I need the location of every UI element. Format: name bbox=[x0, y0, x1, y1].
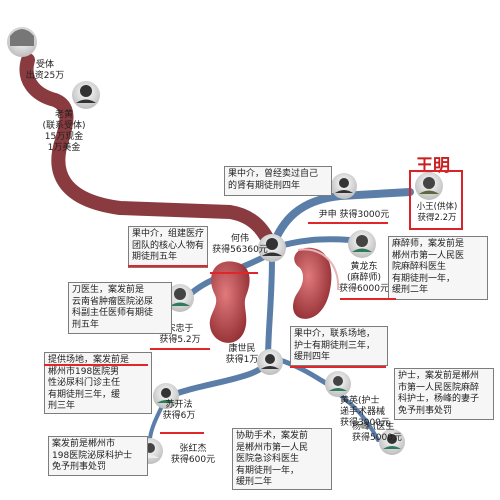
node-songzhongyu: 宋忠于 获得5.2万 bbox=[159, 324, 201, 345]
note-yinshen: 果中介，曾经卖过自己 的肾有期徒刑四年 bbox=[224, 166, 332, 196]
note-kangshimin: 果中介，联系场地， 护士有期徒刑三年， 缓刑四年 bbox=[290, 326, 388, 366]
avatar-laohuang bbox=[72, 81, 100, 109]
note-huangying: 护士，案发前是郴州 市第一人民医院麻醉 科护士，杨峰的妻子 免予刑事处罚 bbox=[394, 368, 494, 420]
node-huanglongdong: 黄龙东 (麻醉师) 获得6000元 bbox=[339, 262, 389, 294]
flow-main bbox=[19, 53, 279, 255]
highlight-frame bbox=[409, 170, 463, 230]
avatar-huangying bbox=[325, 371, 351, 397]
avatar-kangshimin bbox=[257, 349, 283, 375]
note-mazuishi: 麻醉师，案发前是 郴州市第一人民医 院麻醉科医生 有期徒刑一年， 缓刑二年 bbox=[388, 236, 488, 300]
note-hewei: 果中介，组建医疗 团队的核心人物有 期徒刑五年 bbox=[128, 226, 208, 268]
node-yangfeng: 杨峰 (医生 获得5000元 bbox=[352, 422, 402, 443]
note-yangfeng: 协助手术，案发前 是郴州市第一人民 医院急诊科医生 有期徒刑一年， 缓刑二年 bbox=[232, 428, 332, 490]
node-laohuang: 老黄 (联系受体) 15万现金 1万美金 bbox=[42, 110, 86, 153]
avatar-huanglongdong bbox=[348, 230, 376, 258]
underline-sukaifa-amount bbox=[160, 432, 204, 434]
avatar-songzhongyu bbox=[166, 284, 194, 312]
kidney-illustration bbox=[209, 247, 340, 343]
underline-hewei bbox=[128, 265, 208, 267]
avatar-hewei bbox=[258, 234, 286, 262]
node-zhanghongjie: 张红杰 获得600元 bbox=[170, 444, 216, 465]
avatar-yangfeng bbox=[379, 429, 405, 455]
node-huangying: 黄英(护士 递手术器械 获得3000元 bbox=[340, 396, 390, 428]
underline-hewei-amount bbox=[210, 272, 258, 274]
underline-kangshimin bbox=[290, 366, 386, 368]
node-hewei: 何伟 获得56360元 bbox=[212, 234, 268, 255]
node-kangshimin: 康世民 获得1万 bbox=[225, 344, 259, 365]
note-sukaifa: 提供场地，案发前是 郴州市198医院男 性泌尿科门诊主任 有期徒刑三年，缓 刑三… bbox=[44, 352, 152, 414]
avatar-yinshen bbox=[331, 173, 357, 199]
underline-huanglongdong bbox=[340, 298, 396, 300]
node-sukaifa: 苏开法 获得6万 bbox=[162, 400, 196, 421]
avatar-xiaowang bbox=[415, 172, 443, 200]
note-zhanghongjie: 案发前是郴州市 198医院泌尿科护士 免予刑事处罚 bbox=[48, 436, 148, 476]
node-yinshen: 尹申 获得3000元 bbox=[318, 210, 390, 220]
underline-songzhongyu bbox=[150, 348, 210, 350]
avatar-shouti bbox=[7, 27, 37, 57]
node-xiaowang: 小王(供体) 获得2.2万 bbox=[416, 202, 458, 223]
avatar-sukaifa bbox=[153, 383, 179, 409]
underline-yinshen bbox=[308, 222, 388, 224]
node-shouti: 受体 出资25万 bbox=[25, 60, 65, 81]
note-songzhongyu: 刀医生，案发前是 云南省肿瘤医院泌尿 科副主任医师有期徒 刑五年 bbox=[68, 282, 172, 334]
underline-sukaifa bbox=[44, 364, 148, 366]
flow-to-yangfeng bbox=[338, 393, 380, 442]
